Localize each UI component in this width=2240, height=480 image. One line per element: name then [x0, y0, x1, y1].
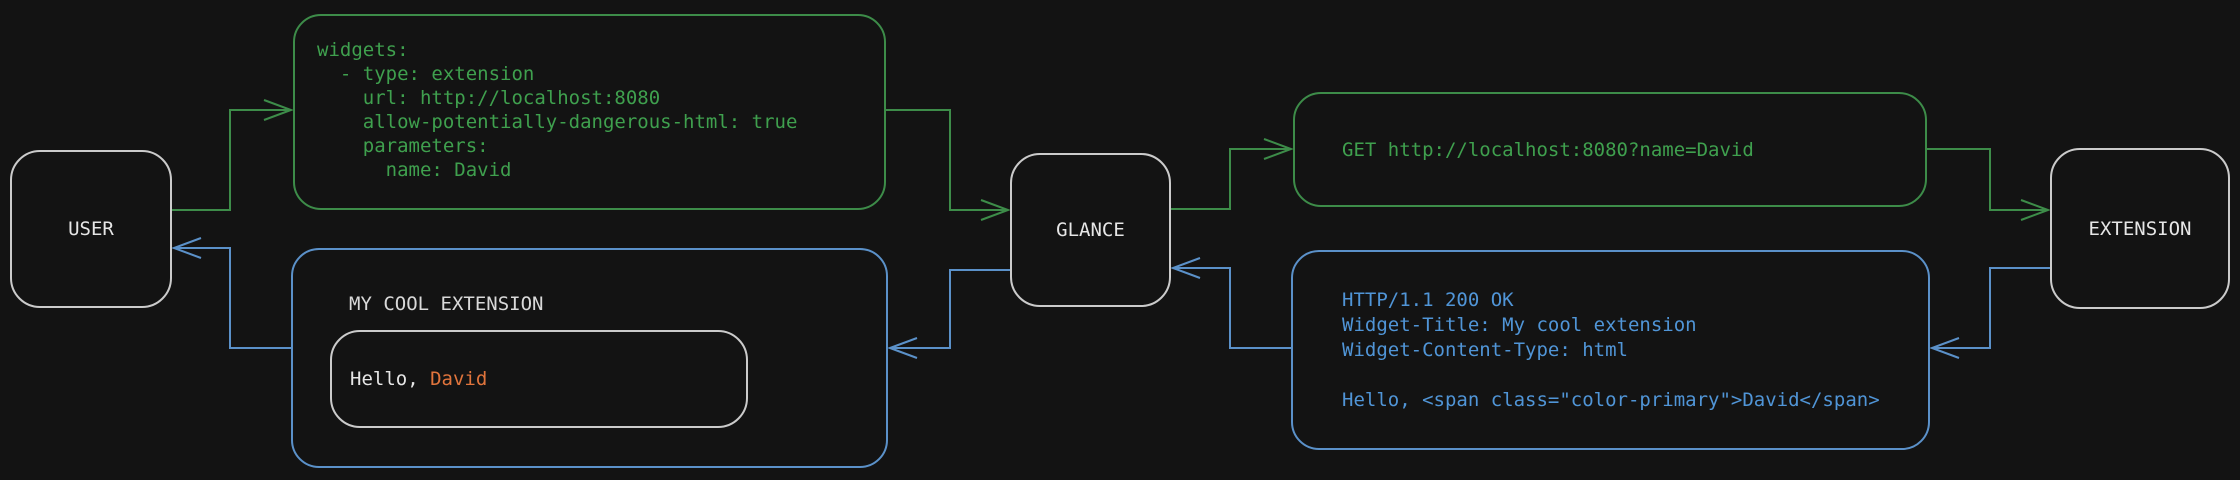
code-line — [1342, 363, 1928, 388]
arrowhead-left-icon — [1170, 257, 1201, 279]
widget-title: MY COOL EXTENSION — [349, 293, 544, 315]
http-request-box: GET http://localhost:8080?name=David — [1293, 92, 1927, 207]
code-line: name: David — [317, 159, 512, 181]
code-line: url: http://localhost:8080 — [317, 87, 661, 109]
connector-line — [172, 109, 291, 211]
config-yaml-code: widgets: - type: extension url: http://l… — [295, 16, 884, 182]
connector-line — [1173, 267, 1291, 349]
widget-greeting-box: Hello, David — [330, 330, 748, 428]
node-glance-label: GLANCE — [1056, 219, 1125, 241]
http-request-text: GET http://localhost:8080?name=David — [1342, 138, 1754, 161]
connector-response-to-glance — [1170, 257, 1291, 349]
connector-config-to-glance — [886, 109, 1011, 221]
code-line: allow-potentially-dangerous-html: true — [317, 111, 798, 133]
arrowhead-right-icon — [1263, 138, 1294, 160]
arrowhead-right-icon — [2020, 199, 2051, 221]
code-line: - type: extension — [317, 63, 535, 85]
arrowhead-left-icon — [1929, 337, 1960, 359]
code-line: Widget-Content-Type: html — [1342, 338, 1628, 361]
arrowhead-right-icon — [263, 99, 294, 121]
code-line: Hello, <span class="color-primary">David… — [1342, 388, 1880, 411]
connector-user-to-config — [172, 99, 294, 211]
connector-glance-to-widget — [887, 269, 1010, 359]
connector-extension-to-response — [1929, 267, 2050, 359]
arrowhead-left-icon — [171, 237, 202, 259]
greeting-prefix: Hello, — [350, 368, 431, 390]
connector-line — [1932, 267, 2050, 349]
connector-line — [1927, 148, 2048, 211]
node-extension-label: EXTENSION — [2088, 217, 2192, 240]
code-line: parameters: — [317, 135, 489, 157]
node-user-label: USER — [68, 218, 114, 240]
connector-widget-to-user — [171, 237, 291, 349]
node-glance: GLANCE — [1010, 153, 1171, 307]
connector-line — [1171, 148, 1291, 210]
node-extension: EXTENSION — [2050, 148, 2230, 309]
connector-request-to-extension — [1927, 148, 2051, 221]
widget-render-box: MY COOL EXTENSION Hello, David — [291, 248, 888, 468]
code-line: widgets: — [317, 39, 409, 61]
code-line: Widget-Title: My cool extension — [1342, 313, 1697, 336]
connector-glance-to-request — [1171, 138, 1294, 210]
node-user: USER — [10, 150, 172, 308]
connector-line — [174, 247, 291, 349]
config-yaml-box: widgets: - type: extension url: http://l… — [293, 14, 886, 210]
code-line: HTTP/1.1 200 OK — [1342, 288, 1514, 311]
connector-line — [886, 109, 1008, 211]
arrowhead-right-icon — [980, 199, 1011, 221]
arrowhead-left-icon — [887, 337, 918, 359]
connector-line — [890, 269, 1010, 349]
greeting-name: David — [430, 368, 488, 390]
